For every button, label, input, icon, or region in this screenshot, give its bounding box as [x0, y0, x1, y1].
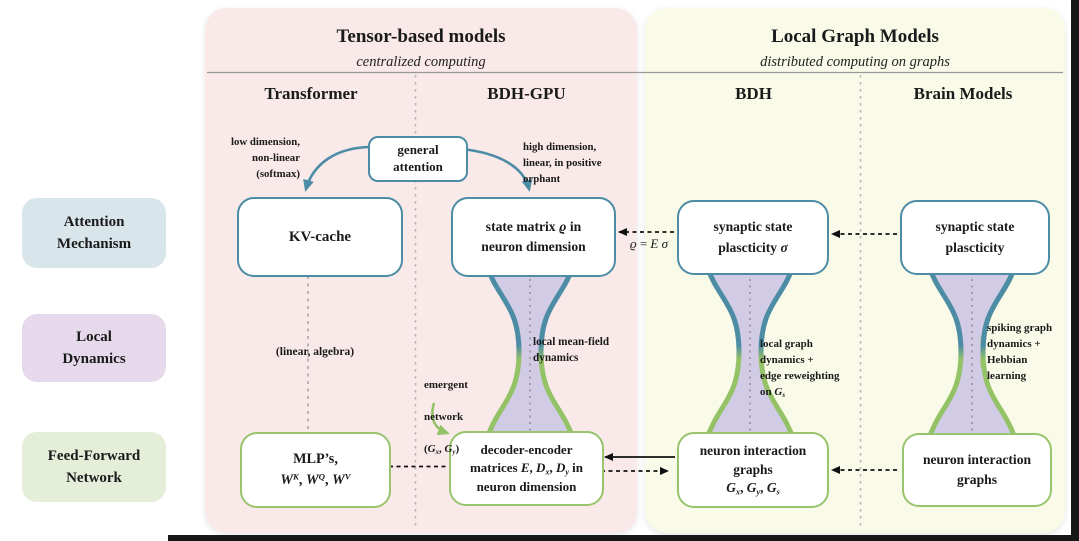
box-mlp: MLP’s, WK, WQ, WV [240, 432, 391, 508]
row-label-attention-mechanism: Attention Mechanism [22, 198, 166, 268]
mlp-weights-line: WK, WQ, WV [280, 471, 351, 488]
panel-subtitle-graph: distributed computing on graphs [760, 54, 950, 70]
neuron-bdh-line2: graphs [733, 461, 773, 477]
column-header-bdh: BDH [735, 84, 772, 103]
arrow-general-to-statematrix [461, 147, 533, 192]
box-kv-cache: KV-cache [237, 197, 403, 277]
general-attention-line2: attention [393, 159, 443, 174]
annotation-linear-algebra: (linear, algebra) [275, 346, 355, 358]
arrow-general-to-kvcache [303, 145, 373, 192]
emergent-line2: network [424, 411, 464, 424]
synaptic-brain-line2: plascticity [945, 239, 1005, 255]
annotation-high-dimension: high dimension, linear, in positive orph… [523, 141, 602, 185]
general-attention-line1: general [397, 142, 439, 158]
funnel-brain [925, 263, 1019, 442]
neuron-bdh-graphs-line: Gx, Gy, Gs [726, 480, 780, 497]
annotation-local-graph-dynamics: local graph dynamics + edge reweighting … [760, 320, 840, 416]
row-attention-line1: Attention [63, 213, 125, 230]
emergent-graphs: (Gx, Gy) [424, 443, 460, 457]
row-dynamics-line2: Dynamics [62, 351, 126, 367]
synaptic-bdh-line1: synaptic state [713, 219, 793, 235]
row-ffn-line2: Network [66, 470, 122, 486]
box-synaptic-plasticity-brain: synaptic state plascticity [900, 200, 1050, 275]
state-matrix-line2: neuron dimension [481, 239, 586, 254]
annotation-local-mean-field: local mean-field dynamics [533, 336, 610, 365]
column-header-bdh-gpu: BDH-GPU [487, 84, 566, 103]
emergent-line1: emergent [424, 379, 468, 392]
neuron-bdh-line1: neuron interaction [699, 442, 807, 458]
column-header-transformer: Transformer [264, 84, 358, 103]
decoder-matrices-line: matrices E, Dx, Dy in [469, 460, 584, 477]
arrow-emergent-to-decoder [431, 402, 450, 436]
row-ffn-line1: Feed-Forward [47, 447, 141, 464]
label-rho-equals-e-sigma: ϱ = E σ [629, 236, 669, 251]
box-decoder-encoder: decoder-encoder matrices E, Dx, Dy in ne… [449, 431, 604, 506]
annotation-low-dimension: low dimension, non-linear (softmax) [231, 136, 300, 180]
local-graph-on-g: on Gs [760, 386, 785, 400]
panel-title-tensor: Tensor-based models [336, 26, 506, 47]
annotation-spiking-graph: spiking graph dynamics + Hebbian learnin… [987, 322, 1053, 383]
row-attention-line2: Mechanism [56, 236, 132, 252]
box-synaptic-plasticity-bdh: synaptic state plascticity σ [677, 200, 829, 275]
box-neuron-interaction-brain: neuron interaction graphs [902, 433, 1052, 507]
row-label-feed-forward-network: Feed-Forward Network [22, 432, 166, 502]
annotation-emergent-network: emergent network (Gx, Gy) [424, 361, 468, 457]
synaptic-brain-line1: synaptic state [935, 219, 1015, 235]
neuron-brain-line2: graphs [956, 472, 998, 487]
decoder-line1: decoder-encoder [480, 441, 573, 457]
row-dynamics-line1: Local [76, 328, 112, 345]
synaptic-bdh-line2: plascticity σ [718, 239, 788, 255]
column-header-brain-models: Brain Models [913, 84, 1013, 103]
box-neuron-interaction-bdh: neuron interaction graphs Gx, Gy, Gs [677, 432, 829, 508]
box-state-matrix: state matrix ϱ in neuron dimension [451, 197, 616, 277]
row-label-local-dynamics: Local Dynamics [22, 314, 166, 382]
neuron-brain-line1: neuron interaction [922, 451, 1032, 467]
kv-cache-label: KV-cache [288, 228, 352, 245]
box-general-attention: general attention [368, 136, 468, 182]
funnel-bdh-gpu [483, 263, 577, 442]
capture-edge-bottom [168, 535, 1079, 541]
local-graph-text: local graph dynamics + edge reweighting [760, 338, 840, 383]
decoder-line3: neuron dimension [476, 478, 577, 494]
panel-title-graph: Local Graph Models [771, 26, 939, 47]
funnel-bdh [703, 263, 797, 442]
panel-subtitle-tensor: centralized computing [356, 54, 486, 70]
state-matrix-line1: state matrix ϱ in [485, 218, 582, 234]
capture-edge-right [1071, 0, 1079, 541]
mlp-line1: MLP’s, [293, 450, 338, 467]
